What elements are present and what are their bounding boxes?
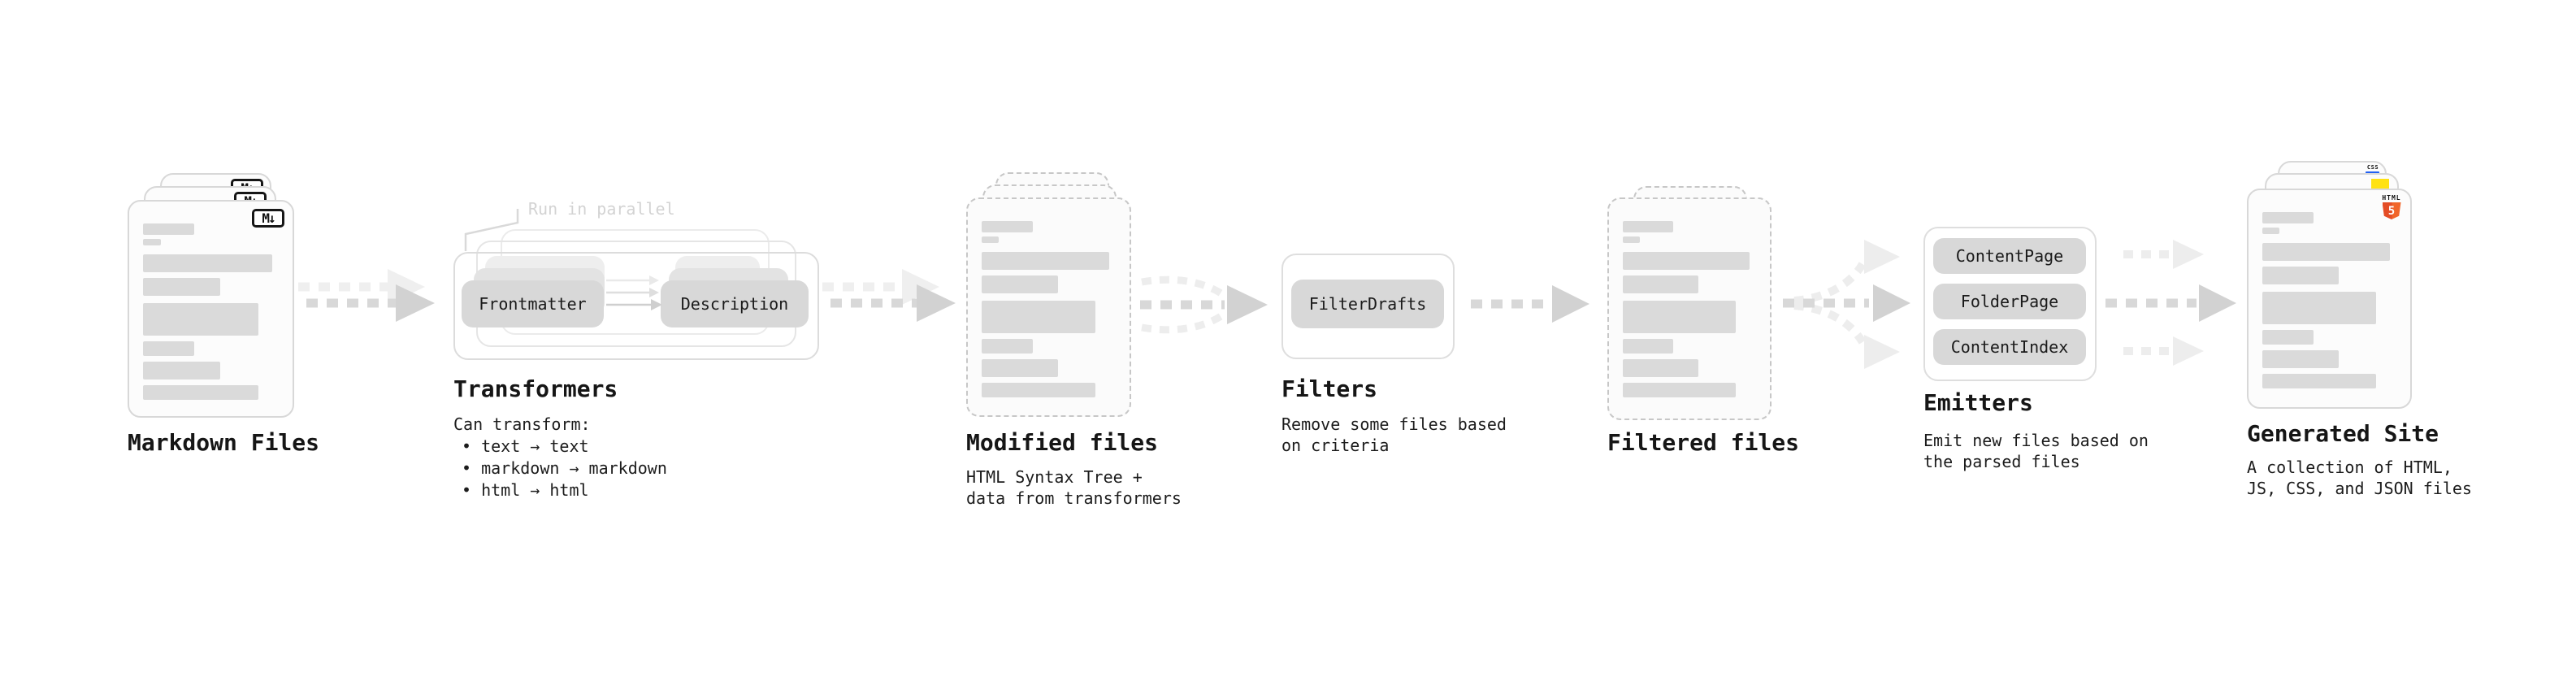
contentindex-chip: ContentIndex — [1933, 329, 2086, 365]
content-bar — [982, 301, 1096, 333]
desc-line: on criteria — [1281, 436, 1390, 455]
content-bar — [2262, 228, 2280, 234]
folderpage-chip: FolderPage — [1933, 284, 2086, 319]
content-bar — [982, 383, 1096, 397]
doc-content-bars — [982, 221, 1116, 397]
content-bar — [143, 278, 221, 296]
bullet-item: • text → text — [462, 436, 589, 456]
desc-line: JS, CSS, and JSON files — [2247, 479, 2472, 498]
content-bar — [143, 223, 195, 235]
content-bar — [982, 252, 1109, 270]
content-bar — [2262, 292, 2377, 324]
filters-title: Filters — [1281, 375, 1378, 402]
content-bar — [143, 239, 161, 245]
content-bar — [1623, 359, 1699, 377]
frontmatter-chip: Frontmatter — [462, 280, 604, 327]
modified-files-desc: HTML Syntax Tree + data from transformer… — [966, 466, 1182, 509]
bullet-item: • markdown → markdown — [462, 458, 667, 478]
content-bar — [1623, 221, 1674, 232]
markdown-icon: M↓ — [252, 209, 284, 228]
modified-file-card-front — [966, 197, 1131, 417]
arrow-filtered-to-emitters — [1783, 240, 1910, 369]
transformers-title: Transformers — [453, 375, 618, 402]
filtered-file-card-front — [1607, 197, 1772, 420]
content-bar — [2262, 267, 2340, 284]
generated-html-card: HTML 5 — [2247, 189, 2412, 409]
emitters-desc: Emit new files based on the parsed files — [1923, 430, 2149, 472]
content-bar — [2262, 212, 2314, 223]
filters-desc: Remove some files based on criteria — [1281, 414, 1507, 456]
filterdrafts-chip: FilterDrafts — [1291, 280, 1444, 328]
generated-site-desc: A collection of HTML, JS, CSS, and JSON … — [2247, 457, 2472, 499]
desc-line: the parsed files — [1923, 452, 2080, 471]
content-bar — [1623, 301, 1737, 333]
content-bar — [982, 339, 1033, 354]
arrow-transformers-to-modified — [822, 269, 956, 322]
transformers-bullets: • text → text • markdown → markdown • ht… — [453, 436, 667, 501]
modified-files-title: Modified files — [966, 429, 1159, 456]
content-bar — [143, 303, 258, 336]
generated-site-title: Generated Site — [2247, 420, 2439, 447]
doc-content-bars — [1623, 221, 1756, 397]
description-chip: Description — [661, 280, 809, 327]
desc-line: HTML Syntax Tree + — [966, 467, 1143, 487]
content-bar — [1623, 339, 1674, 354]
content-bar — [1623, 275, 1699, 293]
desc-line: Emit new files based on — [1923, 431, 2149, 450]
arrow-modified-to-filters — [1140, 275, 1268, 334]
markdown-files-title: Markdown Files — [128, 429, 320, 456]
doc-content-bars — [2262, 212, 2396, 388]
emitters-title: Emitters — [1923, 389, 2033, 416]
arrow-emitters-to-generated — [2105, 240, 2236, 366]
contentpage-chip: ContentPage — [1933, 238, 2086, 274]
desc-line: Remove some files based — [1281, 414, 1507, 434]
markdown-file-card-front: M↓ — [128, 200, 294, 418]
content-bar — [143, 362, 221, 380]
content-bar — [982, 359, 1059, 377]
html5-shield: 5 — [2382, 202, 2401, 219]
content-bar — [2262, 374, 2377, 388]
transformers-desc-heading: Can transform: — [453, 414, 591, 434]
arrow-markdown-to-transformers — [298, 269, 435, 322]
content-bar — [2262, 243, 2390, 261]
arrow-filters-to-filtered — [1471, 285, 1589, 323]
bullet-item: • html → html — [462, 480, 589, 500]
filtered-files-title: Filtered files — [1607, 429, 1800, 456]
content-bar — [2262, 350, 2340, 368]
content-bar — [143, 254, 272, 272]
doc-content-bars — [143, 223, 279, 400]
content-bar — [982, 275, 1059, 293]
run-in-parallel-note: Run in parallel — [528, 199, 675, 219]
transformer-frame-front — [453, 252, 819, 360]
content-bar — [2262, 330, 2314, 345]
js-icon — [2371, 179, 2389, 189]
content-bar — [1623, 252, 1750, 270]
content-bar — [982, 236, 1000, 243]
desc-line: A collection of HTML, — [2247, 458, 2452, 477]
html5-icon: HTML 5 — [2379, 194, 2404, 219]
content-bar — [1623, 383, 1737, 397]
content-bar — [982, 221, 1033, 232]
content-bar — [1623, 236, 1641, 243]
desc-line: data from transformers — [966, 488, 1182, 508]
content-bar — [143, 341, 195, 356]
content-bar — [143, 385, 258, 400]
